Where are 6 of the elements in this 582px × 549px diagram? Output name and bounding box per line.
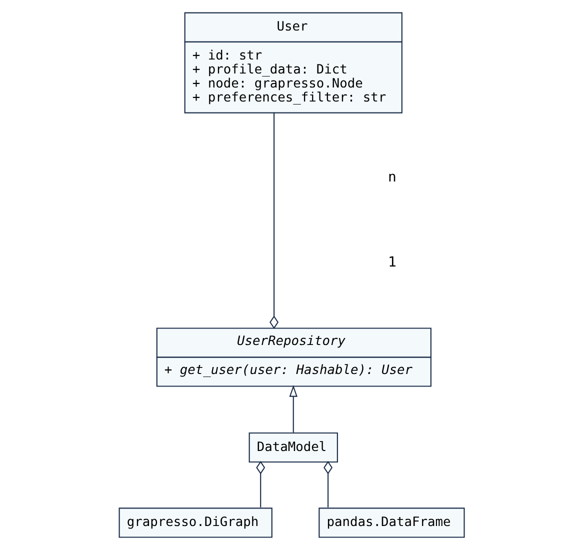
connector [256,460,265,508]
label: n [388,169,396,186]
label: 1 [388,254,396,270]
arrow [288,385,298,432]
connector [323,460,332,508]
connector [269,112,278,330]
